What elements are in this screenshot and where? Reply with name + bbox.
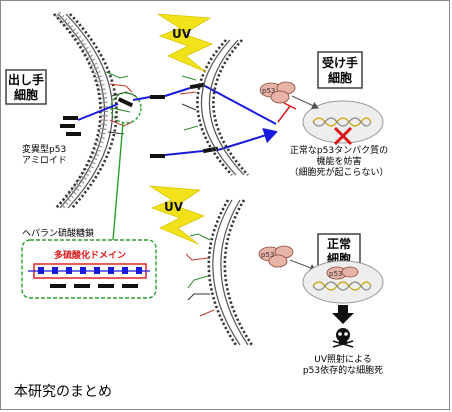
mutant-p53-label-2: アミロイド: [22, 156, 67, 166]
sender-cell-label-1: 出し手: [8, 72, 44, 87]
lightning-bolt-icon: [157, 13, 214, 73]
sulfation-label: 多硫酸化ドメイン: [54, 249, 126, 261]
summary-title: 本研究のまとめ: [14, 384, 112, 400]
p53-label-top: p53: [262, 87, 275, 95]
normal-cell-label-1: 正常: [327, 236, 351, 251]
receiver-cell-label-2: 細胞: [328, 70, 352, 85]
p53-label-bottom-2: p53: [329, 270, 342, 278]
receiver-sugar-chains: [179, 75, 199, 131]
p53-protein-top: [259, 81, 296, 104]
inhibition-arrow-icon: [277, 102, 297, 123]
p53-protein-bottom-1: [258, 245, 294, 268]
sender-cell-label-2: 細胞: [14, 87, 38, 102]
zoom-connector-line: [112, 122, 124, 241]
disrupt-text-2: 機能を妨害: [316, 155, 361, 167]
mutant-p53-aggregates: [60, 82, 219, 158]
heparan-label: ヘパラン硫酸糖鎖: [22, 227, 94, 239]
heparan-chain-icon: [28, 263, 150, 288]
receiver-cell-box: [317, 51, 363, 89]
transport-paths: [77, 85, 278, 156]
receiver-cell-label-1: 受け手: [322, 55, 358, 70]
p53-protein-bottom-2: [326, 266, 359, 280]
dna-icon: [312, 281, 372, 291]
sender-sugar-chains: [105, 71, 137, 135]
disrupt-text-3: （細胞死が起こらない）: [289, 166, 388, 178]
uv-label-bottom: UV: [164, 200, 184, 214]
p53-label-bottom-1: p53: [261, 251, 274, 259]
uv-label-top: UV: [172, 27, 192, 41]
lightning-bolt-icon: [149, 185, 206, 245]
p53-to-dna-arrow: [291, 95, 319, 110]
disrupt-text-1: 正常なp53タンパク質の: [290, 144, 388, 156]
mutant-p53-label-1: 変異型p53: [22, 143, 66, 155]
skull-icon: [332, 328, 354, 348]
normal-sugar-chains: [185, 233, 215, 317]
down-arrow-icon: [332, 305, 354, 324]
nucleus-top: [302, 100, 384, 144]
death-text-1: UV照射による: [314, 353, 371, 365]
receiver-membrane: [196, 39, 249, 176]
normal-cell-membrane: [207, 199, 254, 346]
sender-membrane: [53, 11, 118, 211]
sender-cell-box: [5, 69, 47, 105]
death-text-2: p53依存的な細胞死: [303, 364, 383, 376]
dna-icon: [312, 117, 372, 127]
blocked-binding-icon: [333, 126, 353, 146]
zoom-circle: [110, 92, 142, 124]
